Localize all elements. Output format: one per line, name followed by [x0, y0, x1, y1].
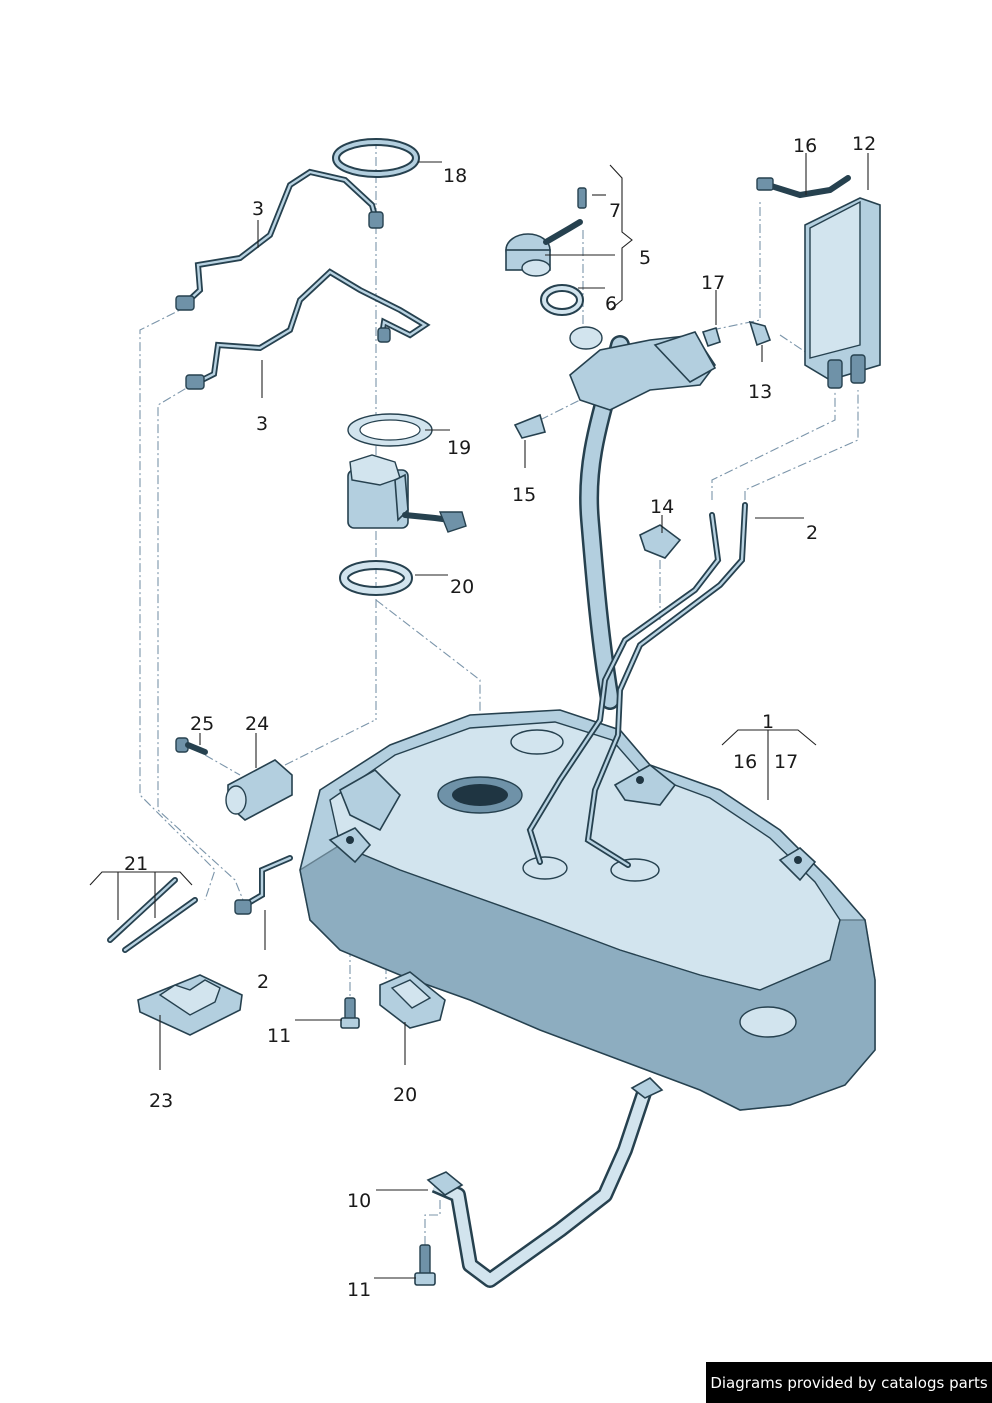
tank-strap: [426, 1077, 664, 1288]
fuel-pump-unit: [347, 413, 467, 533]
fuel-line-lower: [185, 268, 431, 390]
callout-2-upper: 2: [806, 522, 818, 544]
callout-21: 20: [393, 1084, 417, 1106]
callout-17-group: 17: [774, 751, 798, 773]
locking-ring: [332, 138, 420, 178]
callout-11-lower: 11: [347, 1279, 371, 1301]
callout-5: 5: [639, 247, 651, 269]
fuel-line-2-lower: [234, 855, 293, 915]
callout-23: 23: [149, 1090, 173, 1112]
callout-22: 21: [124, 853, 148, 875]
callout-16-group: 16: [733, 751, 757, 773]
heat-shield: [137, 974, 243, 1036]
callout-20: 20: [450, 576, 474, 598]
callout-3-upper: 3: [252, 198, 264, 220]
callout-24: 24: [245, 713, 269, 735]
charcoal-canister: [756, 175, 881, 389]
filler-neck: [569, 326, 717, 710]
fuel-line-upper: [175, 168, 384, 311]
callout-12: 12: [852, 133, 876, 155]
callout-labels: 18 3 3 19 20 7 5 6 17 16 12 13 15 14 2 1…: [124, 133, 876, 1301]
callout-14: 14: [650, 496, 674, 518]
bolts-11: [340, 997, 436, 1286]
seal-ring: [339, 560, 413, 596]
credit-banner: Diagrams provided by catalogs parts: [706, 1362, 992, 1403]
callout-2-lower: 2: [257, 971, 269, 993]
filler-cap: [505, 187, 587, 316]
callout-3-lower: 3: [256, 413, 268, 435]
bracket-21: [379, 971, 446, 1029]
callout-15: 15: [512, 484, 536, 506]
leader-lines: [89, 153, 869, 1279]
hoses-22: [107, 877, 198, 953]
callout-11-upper: 11: [267, 1025, 291, 1047]
fuel-line-bundle: [526, 502, 748, 868]
callout-25: 25: [190, 713, 214, 735]
fuel-tank: [299, 709, 876, 1111]
callout-10: 10: [347, 1190, 371, 1212]
callout-19: 19: [447, 437, 471, 459]
small-parts: [513, 320, 772, 559]
callout-7: 7: [609, 200, 621, 222]
callout-17-top: 17: [701, 272, 725, 294]
credit-text: Diagrams provided by catalogs parts: [710, 1373, 988, 1392]
callout-6: 6: [605, 293, 617, 315]
callout-16-top: 16: [793, 135, 817, 157]
callout-13: 13: [748, 381, 772, 403]
callout-1: 1: [762, 711, 774, 733]
fuel-filter: [175, 737, 293, 821]
callout-18: 18: [443, 165, 467, 187]
